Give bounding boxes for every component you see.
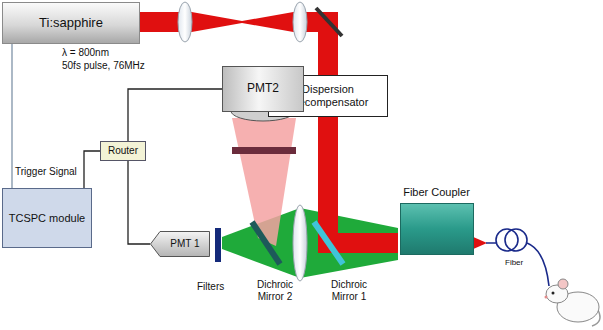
fiber xyxy=(486,243,549,286)
pmt1-filter xyxy=(215,228,221,262)
label: Dichroic Mirror 1 xyxy=(318,279,380,302)
fiber-coupler-body xyxy=(400,203,474,255)
node-text: Fiber Coupler xyxy=(403,186,470,199)
pmt2-filter xyxy=(232,147,296,154)
label: Fiber xyxy=(505,258,523,267)
node-text: TCSPC module xyxy=(9,212,85,225)
lens xyxy=(293,205,307,281)
lens xyxy=(293,2,307,42)
label: Filters xyxy=(197,281,224,293)
label: Signal xyxy=(49,166,77,178)
label: Trigger xyxy=(15,166,46,178)
label: λ = 800nm xyxy=(62,47,109,59)
signal-wire xyxy=(128,89,222,141)
reflected-beam xyxy=(232,118,296,246)
laser-box: Ti:sapphire xyxy=(2,2,140,44)
mirror xyxy=(316,8,342,36)
module-box: TCSPC module xyxy=(2,188,92,248)
fiber-coil xyxy=(505,229,527,251)
trigger-wire xyxy=(11,44,12,188)
label: Dichroic Mirror 2 xyxy=(244,279,306,302)
mouse xyxy=(545,279,601,326)
beam-focus-mask xyxy=(186,11,299,21)
node-text: Router xyxy=(108,145,138,157)
fiber-coupler: Fiber Coupler xyxy=(398,186,475,268)
signal-wire xyxy=(128,161,150,244)
signal-wire xyxy=(84,151,100,188)
node-text: PMT2 xyxy=(247,82,279,96)
laser-beam xyxy=(328,117,398,243)
dichroic-mirror-2 xyxy=(252,222,280,264)
detector-box: PMT2 xyxy=(222,66,304,112)
beam-focus-mask xyxy=(186,23,299,33)
detector-box: PMT 1 xyxy=(150,231,210,257)
dichroic-mirror-1 xyxy=(314,222,343,264)
label: 50fs pulse, 76MHz xyxy=(62,60,145,72)
node-text: PMT 1 xyxy=(170,238,199,250)
lens xyxy=(178,2,192,42)
node-text: Ti:sapphire xyxy=(39,16,103,31)
router-box: Router xyxy=(100,141,146,161)
fiber-coil xyxy=(496,229,518,251)
